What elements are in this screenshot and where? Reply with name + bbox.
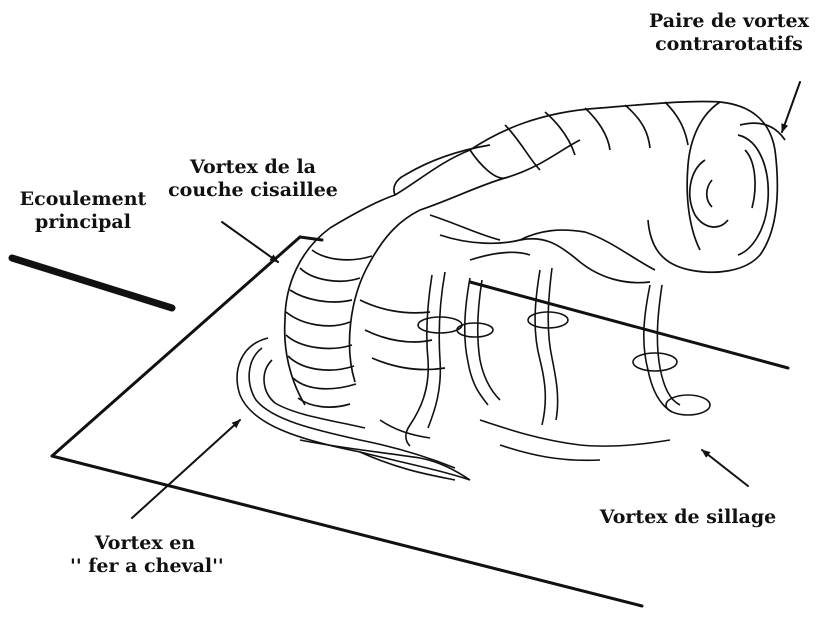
label-arrows — [12, 82, 800, 518]
label-shear-layer-vortex: Vortex de la couche cisaillee — [168, 156, 338, 202]
label-shear-layer-line1: Vortex de la — [168, 156, 338, 179]
label-wake-line1: Vortex de sillage — [588, 506, 788, 529]
label-main-flow: Ecoulement principal — [8, 188, 158, 234]
label-shear-layer-line2: couche cisaillee — [168, 179, 338, 202]
shear-layer-tube — [285, 101, 785, 407]
label-main-flow-line2: principal — [8, 211, 158, 234]
label-counter-rotating-line2: contrarotatifs — [640, 33, 818, 56]
label-horseshoe-line1: Vortex en — [70, 532, 220, 555]
label-counter-rotating-pair: Paire de vortex contrarotatifs — [640, 10, 818, 56]
label-wake-vortex: Vortex de sillage — [588, 506, 788, 529]
label-horseshoe-line2: '' fer a cheval'' — [70, 555, 220, 578]
label-horseshoe-vortex: Vortex en '' fer a cheval'' — [70, 532, 220, 578]
wake-vortices — [380, 268, 710, 460]
label-main-flow-line1: Ecoulement — [8, 188, 158, 211]
label-counter-rotating-line1: Paire de vortex — [640, 10, 818, 33]
